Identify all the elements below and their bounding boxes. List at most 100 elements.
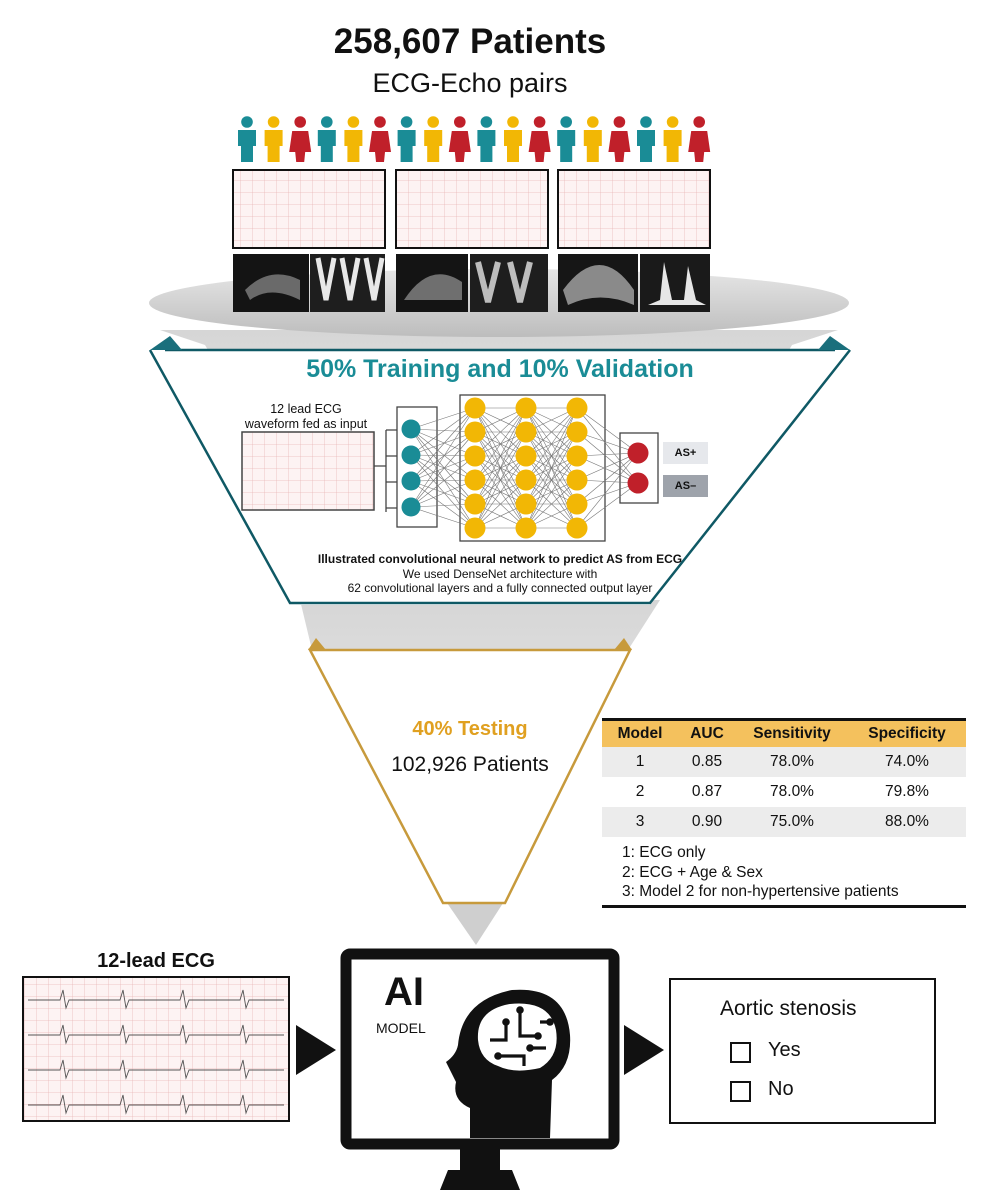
cnn-edge bbox=[525, 431, 578, 529]
output-title: Aortic stenosis bbox=[720, 997, 857, 1020]
cnn-node bbox=[464, 397, 486, 419]
testing-corner-right bbox=[614, 638, 632, 650]
cnn-caption-title: Illustrated convolutional neural network… bbox=[317, 552, 683, 566]
arrow-ai-to-output bbox=[624, 1025, 664, 1075]
results-table: Model AUC Sensitivity Specificity 1 0.85… bbox=[602, 718, 966, 837]
person-icon bbox=[344, 116, 363, 162]
person-icon bbox=[238, 116, 256, 162]
cnn-node bbox=[515, 517, 537, 539]
cnn-node bbox=[464, 421, 486, 443]
funnel-tip bbox=[445, 900, 505, 945]
person-icon bbox=[688, 116, 711, 162]
cnn-input-ecg bbox=[241, 431, 375, 511]
person-icon bbox=[637, 116, 655, 162]
cnn-edge bbox=[576, 482, 639, 529]
cnn-node bbox=[627, 472, 649, 494]
cnn-edge bbox=[576, 407, 639, 454]
person-icon bbox=[317, 116, 336, 162]
cnn-node bbox=[464, 469, 486, 491]
cnn-edge bbox=[410, 480, 476, 529]
cnn-edge bbox=[410, 479, 476, 508]
arrow-ecg-to-ai bbox=[296, 1025, 336, 1075]
ecg-12-lead-waves bbox=[28, 989, 284, 1115]
cnn-edge bbox=[525, 479, 578, 529]
cnn-edge bbox=[410, 428, 476, 433]
model-label: MODEL bbox=[376, 1020, 426, 1036]
cnn-edge bbox=[410, 407, 476, 482]
cnn-edge bbox=[410, 454, 476, 505]
cnn-node bbox=[566, 469, 588, 491]
ecg-panel-1 bbox=[232, 169, 386, 249]
cell-model: 1 bbox=[602, 747, 678, 777]
cell-sensitivity: 75.0% bbox=[736, 807, 848, 837]
person-icon bbox=[289, 116, 312, 162]
cnn-node bbox=[515, 421, 537, 443]
cnn-node bbox=[566, 517, 588, 539]
cnn-edge bbox=[410, 428, 476, 505]
output-box bbox=[669, 978, 936, 1124]
cnn-node bbox=[566, 493, 588, 515]
person-icon bbox=[477, 116, 496, 162]
cnn-edge bbox=[576, 452, 639, 529]
person-icon bbox=[608, 116, 631, 162]
cell-auc: 0.87 bbox=[691, 783, 723, 800]
cnn-edge bbox=[410, 431, 476, 482]
table-row: 2 0.87 78.0% 79.8% bbox=[602, 777, 966, 807]
testing-count: 102,926 Patients bbox=[391, 753, 549, 776]
cell-model: 2 bbox=[635, 783, 645, 800]
person-icon bbox=[369, 116, 391, 162]
cnn-node bbox=[515, 493, 537, 515]
cell-auc: 0.90 bbox=[678, 807, 736, 837]
training-triangle bbox=[150, 350, 850, 605]
cnn-edge bbox=[410, 428, 476, 529]
cnn-edge bbox=[576, 431, 639, 484]
person-icon bbox=[504, 116, 522, 162]
cell-specificity: 88.0% bbox=[848, 807, 966, 837]
cnn-edge bbox=[410, 455, 476, 482]
header-sensitivity: Sensitivity bbox=[736, 718, 848, 747]
cnn-edge bbox=[525, 407, 578, 505]
cell-auc: 0.85 bbox=[678, 747, 736, 777]
no-checkbox[interactable] bbox=[730, 1081, 751, 1102]
patient-figures bbox=[238, 116, 711, 162]
cnn-edge bbox=[410, 428, 476, 457]
patients-title: 258,607 Patients bbox=[333, 22, 607, 61]
cnn-edge bbox=[410, 503, 476, 508]
cnn-node bbox=[401, 471, 421, 491]
cell-specificity: 79.8% bbox=[885, 783, 929, 800]
cnn-edge bbox=[576, 407, 639, 484]
person-icon bbox=[528, 116, 551, 162]
cnn-edge bbox=[410, 407, 476, 430]
yes-checkbox[interactable] bbox=[730, 1042, 751, 1063]
cnn-node bbox=[515, 469, 537, 491]
cnn-node bbox=[515, 445, 537, 467]
cell-model: 3 bbox=[602, 807, 678, 837]
cnn-edge bbox=[576, 455, 639, 484]
cnn-node bbox=[401, 419, 421, 439]
header-auc: AUC bbox=[678, 718, 736, 747]
cnn-edge bbox=[474, 407, 527, 505]
testing-corner-left bbox=[308, 638, 326, 650]
cnn-edge bbox=[525, 407, 578, 457]
testing-triangle bbox=[307, 648, 633, 905]
brain-head-icon bbox=[446, 989, 571, 1138]
training-triangle-outline bbox=[148, 348, 851, 605]
cnn-edge bbox=[576, 431, 639, 454]
cnn-node bbox=[401, 445, 421, 465]
note-model-1: 1: ECG only bbox=[622, 844, 706, 861]
cnn-edge bbox=[410, 431, 476, 456]
table-row: 1 0.85 78.0% 74.0% bbox=[602, 747, 966, 777]
echo-images bbox=[233, 254, 710, 312]
cnn-nodes bbox=[401, 397, 649, 539]
table-row: 3 0.90 75.0% 88.0% bbox=[602, 807, 966, 837]
header-model: Model bbox=[602, 718, 678, 747]
cnn-node bbox=[627, 442, 649, 464]
ecg-12-lead-panel bbox=[22, 976, 290, 1122]
cnn-node bbox=[464, 517, 486, 539]
patients-subtitle: ECG-Echo pairs bbox=[372, 68, 568, 98]
cell-sensitivity: 78.0% bbox=[736, 747, 848, 777]
cnn-input-connector bbox=[374, 429, 397, 512]
cnn-edge bbox=[410, 506, 476, 529]
cnn-edge bbox=[410, 479, 476, 482]
